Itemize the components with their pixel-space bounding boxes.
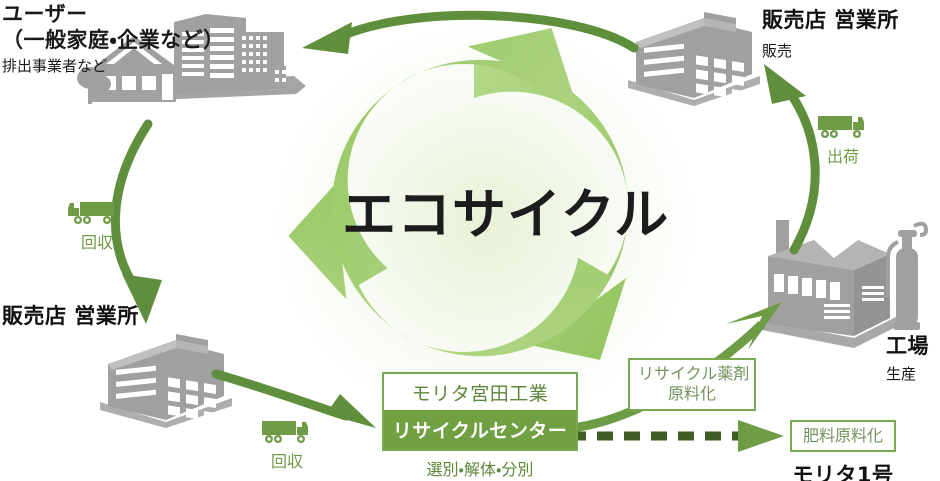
recycle-center-name: リサイクルセンター — [384, 410, 576, 449]
arrow-ship-to-dealer — [764, 64, 820, 255]
arrow-fertilizer-to-morita — [570, 420, 784, 452]
flow-label-collect-to-center: 回収 — [270, 452, 303, 471]
arrow-collect-to-center — [211, 369, 376, 428]
recycled-agent-tag: リサイクル薬剤 原料化 — [628, 358, 756, 411]
morita1-tag: 肥料原料化 — [790, 420, 896, 453]
flow-collect-from-user: 回収 — [66, 196, 128, 253]
factory-subtitle: 生産 — [886, 365, 917, 383]
user-title-line2: （一般家庭・企業など） — [2, 27, 225, 52]
truck-right-icon — [262, 421, 308, 443]
fire-extinguisher-icon — [886, 221, 929, 330]
user-node-labels: ユーザー （一般家庭・企業など） 排出事業者など — [2, 2, 225, 76]
dealer-left-title: 販売店 営業所 — [2, 304, 139, 328]
truck-left-icon — [68, 202, 114, 224]
user-icons — [77, 14, 306, 104]
center-title: エコサイクル — [342, 183, 670, 246]
arrow-collect-from-user — [111, 119, 162, 324]
flow-collect-to-center: 回収 — [256, 415, 318, 472]
recycle-symbol-icon — [288, 28, 629, 360]
tree-icon — [77, 67, 111, 104]
user-title-line1: ユーザー — [2, 2, 88, 26]
dealer-top-building-icon — [628, 12, 760, 106]
recycle-center-company: モリタ宮田工業 — [411, 383, 549, 405]
recycle-center-caption: 選別・解体・分別 — [426, 460, 534, 479]
user-subtitle: 排出事業者など — [2, 57, 108, 76]
dealer-left-building-icon — [100, 334, 232, 428]
arrow-sell-to-user — [302, 10, 639, 54]
factory-title: 工場 — [886, 334, 929, 358]
morita1-node: 肥料原料化 モリタ1号 — [790, 420, 896, 481]
dealer-top-subtitle: 販売 — [762, 42, 793, 60]
recycle-center-node: モリタ宮田工業 リサイクルセンター 選別・解体・分別 — [382, 372, 578, 480]
flow-label-ship-to-dealer: 出荷 — [826, 147, 859, 166]
factory-labels: 工場 生産 — [886, 330, 929, 384]
recycle-center-box: モリタ宮田工業 リサイクルセンター — [382, 372, 578, 451]
truck-right-icon — [818, 116, 864, 138]
flow-ship-to-dealer: 出荷 — [812, 110, 874, 167]
dealer-top-title: 販売店 営業所 — [762, 8, 899, 32]
recycled-agent-line1: リサイクル薬剤 — [638, 364, 750, 383]
recycled-agent-line2: 原料化 — [667, 384, 716, 404]
dealer-top-labels: 販売店 営業所 販売 — [762, 4, 899, 61]
flow-label-collect-from-user: 回収 — [80, 233, 113, 252]
morita1-title: モリタ1号 — [792, 463, 894, 481]
